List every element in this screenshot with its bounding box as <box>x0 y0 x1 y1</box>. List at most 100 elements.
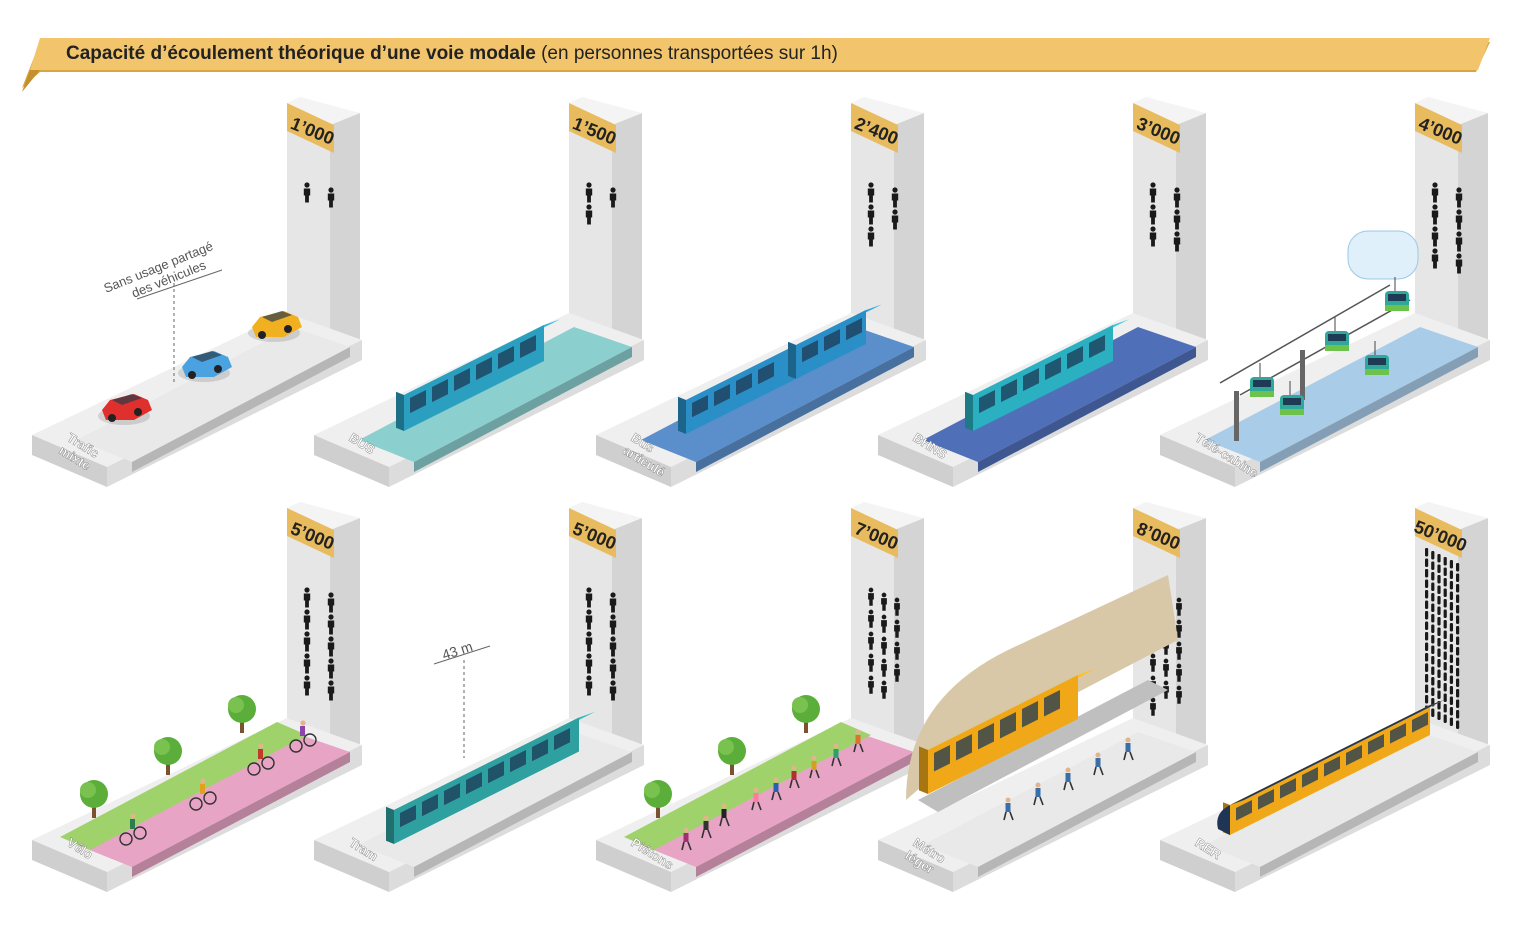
person-icon <box>1176 691 1182 704</box>
person-icon <box>881 686 887 699</box>
bicycle-icon <box>189 797 203 811</box>
bus-icon-window <box>1045 357 1061 381</box>
person-icon <box>1425 653 1429 662</box>
person-icon <box>1425 558 1429 567</box>
person-icon <box>304 609 310 615</box>
rer-icon-window <box>1368 734 1384 755</box>
pedestrian-icon <box>701 829 712 839</box>
person-icon <box>1176 625 1182 638</box>
panel-wall-side <box>330 518 360 763</box>
tram-icon <box>386 806 394 844</box>
value-tag <box>1133 103 1180 153</box>
pedestrian-icon <box>831 757 842 767</box>
person-icon <box>868 659 874 672</box>
person-icon <box>609 598 617 613</box>
person-icon <box>1425 600 1429 609</box>
person-icon <box>1425 621 1429 630</box>
person-icon <box>1449 591 1453 600</box>
person-icon <box>1432 248 1438 254</box>
title-banner <box>22 38 1490 92</box>
pedestrian-icon <box>1063 781 1074 791</box>
bus-icon <box>678 396 686 434</box>
panel-wall-side <box>612 518 642 763</box>
person-icon <box>1431 210 1439 225</box>
metro-icon-window <box>978 723 994 750</box>
person-icon <box>304 182 310 188</box>
person-icon <box>1443 672 1447 681</box>
person-icon <box>1449 696 1453 705</box>
panel-base-front <box>314 840 389 892</box>
rer-icon-window <box>1302 767 1318 788</box>
lane-edge <box>696 752 914 877</box>
value-tag <box>287 508 334 558</box>
bus-icon-window <box>758 362 774 385</box>
person-icon <box>1443 609 1447 618</box>
person-icon <box>1449 602 1453 611</box>
person-icon <box>1443 704 1447 713</box>
person-icon <box>1443 662 1447 671</box>
pedestrian-icon <box>1003 811 1014 821</box>
rer-icon-window <box>1280 778 1296 799</box>
person-icon <box>1432 204 1438 210</box>
person-icon <box>1425 684 1429 693</box>
person-icon <box>1431 645 1435 654</box>
panel-base-front <box>32 435 107 487</box>
cable-pylon <box>1300 350 1305 400</box>
rer-icon-window <box>1346 745 1362 766</box>
person-icon <box>1456 636 1460 645</box>
annotation-line <box>433 645 491 665</box>
pedestrian-icon <box>773 783 779 792</box>
bus-icon-window <box>824 329 840 352</box>
lane-surface <box>923 732 1196 867</box>
person-icon <box>1437 701 1441 710</box>
person-icon <box>1455 215 1463 230</box>
person-icon <box>891 215 899 230</box>
lane-edge <box>1260 752 1478 877</box>
person-icon <box>868 631 874 637</box>
person-icon <box>881 614 887 620</box>
person-icon <box>1174 231 1180 237</box>
person-icon <box>1176 663 1182 669</box>
person-icon <box>894 619 900 625</box>
gondola-window <box>1368 358 1386 365</box>
lane-edge <box>978 347 1196 472</box>
metro-platform <box>918 680 1168 812</box>
person-icon <box>1437 690 1441 699</box>
pedestrian-icon <box>771 791 782 801</box>
bus-icon-window <box>520 335 536 359</box>
car-wheel <box>258 331 266 339</box>
metro-icon-window <box>1022 701 1038 728</box>
gondola-window <box>1328 334 1346 341</box>
person-icon <box>328 592 334 598</box>
pedestrian-icon <box>789 779 800 789</box>
pedestrian-icon <box>751 801 762 811</box>
person-icon <box>1431 582 1435 591</box>
bicycle-icon <box>303 733 317 747</box>
person-icon <box>1425 695 1429 704</box>
tree-trunk <box>92 800 96 818</box>
annotation-text: Sans usage partagédes véhicules <box>102 238 221 309</box>
person-icon <box>1456 563 1460 572</box>
metro-icon-window <box>956 734 972 761</box>
person-icon <box>1174 187 1180 193</box>
panel-wall <box>287 103 330 358</box>
panel-wall-top <box>851 502 924 530</box>
cyclist-icon <box>200 784 205 794</box>
person-icon <box>1431 708 1435 717</box>
person-icon <box>1431 254 1439 269</box>
car-window <box>262 311 292 322</box>
person-icon <box>1443 641 1447 650</box>
person-icon <box>327 642 335 657</box>
person-icon <box>1176 641 1182 647</box>
person-icon <box>1431 188 1439 203</box>
person-icon <box>304 675 310 681</box>
tree-icon <box>792 697 808 713</box>
person-icon <box>894 597 900 603</box>
panel-wall-side <box>1176 113 1206 358</box>
pedestrian-icon <box>833 749 839 758</box>
person-icon <box>1443 557 1447 566</box>
person-icon <box>1425 569 1429 578</box>
